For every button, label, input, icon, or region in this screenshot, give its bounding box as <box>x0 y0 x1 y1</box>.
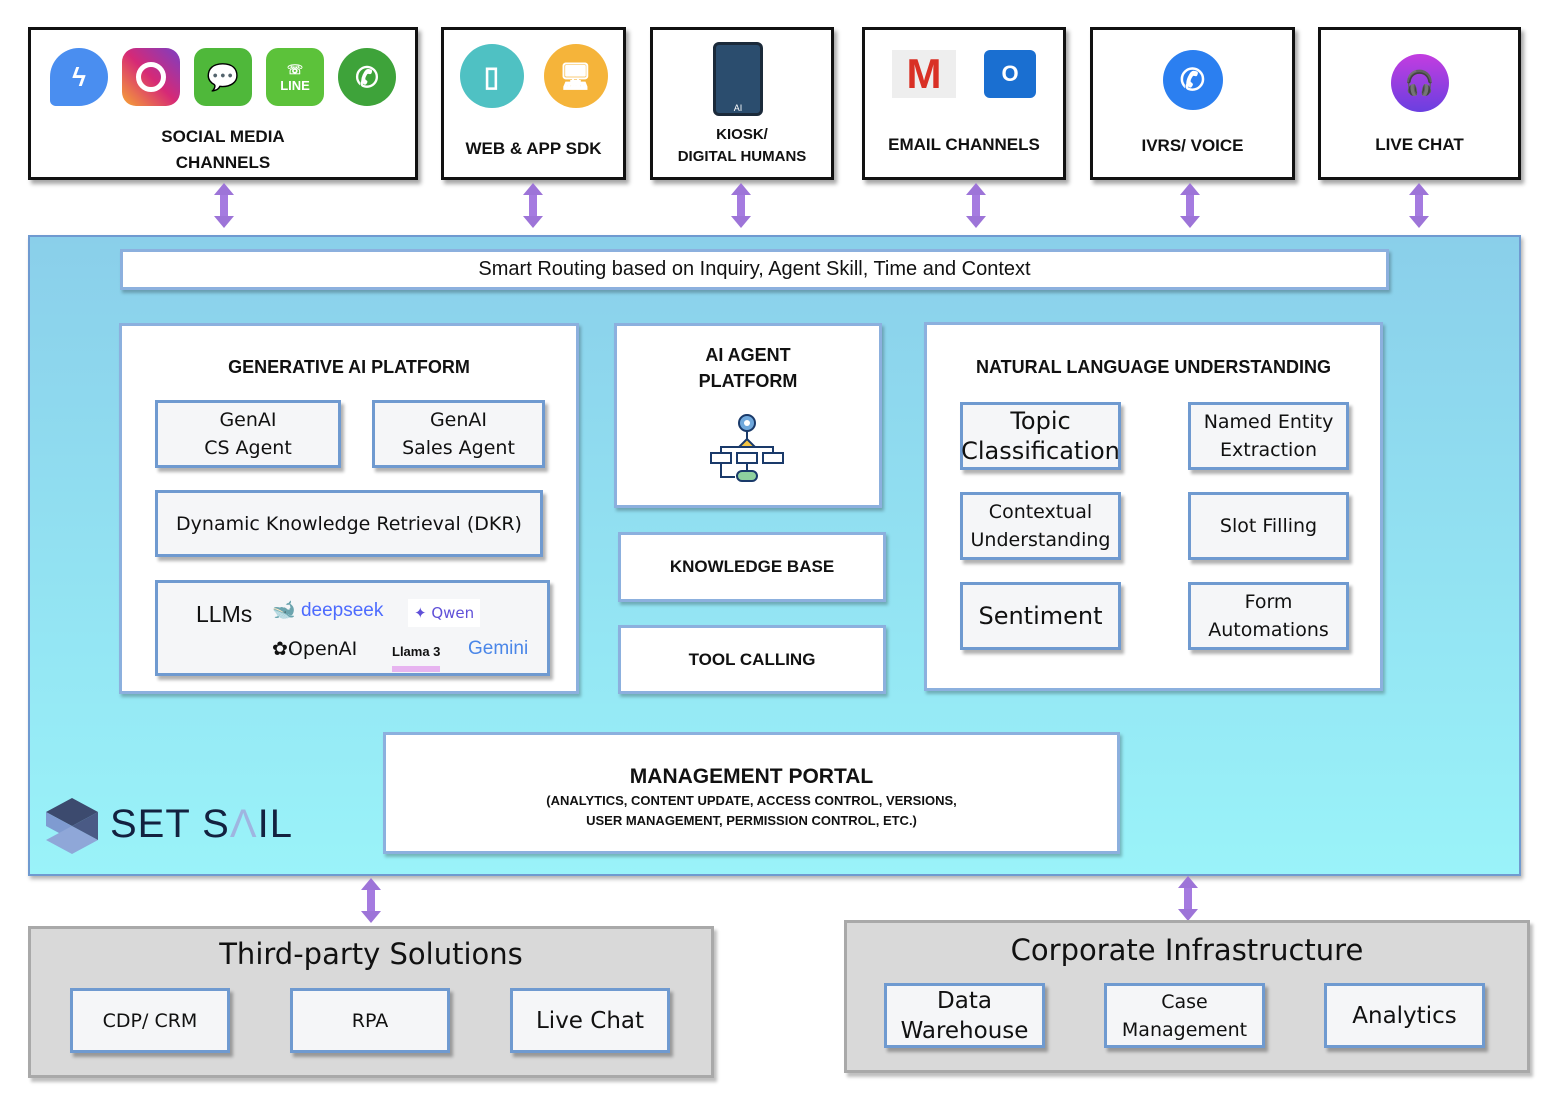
openai-logo: ✿OpenAI <box>272 638 358 660</box>
double-arrow-icon <box>1180 183 1200 228</box>
double-arrow-icon <box>1178 876 1198 921</box>
social-icons: ϟ 💬 ☏LINE ✆ <box>31 48 415 106</box>
smart-routing-bar: Smart Routing based on Inquiry, Agent Sk… <box>120 249 1389 290</box>
double-arrow-icon <box>361 878 381 923</box>
web-devices-icon: 🖥 <box>543 44 608 108</box>
panel-title: NATURAL LANGUAGE UNDERSTANDING <box>976 357 1331 377</box>
channel-label: EMAIL CHANNELS <box>888 135 1040 154</box>
wechat-icon: 💬 <box>194 48 252 106</box>
whatsapp-icon: ✆ <box>338 48 396 106</box>
panel-title: GENERATIVE AI PLATFORM <box>228 357 470 377</box>
llms-label: LLMs <box>196 601 253 627</box>
deepseek-logo: 🐋 deepseek <box>272 600 384 621</box>
set-sail-logo-text: SET SΛIL <box>110 802 293 846</box>
mobile-app-icon: ▯ <box>459 44 524 108</box>
rpa: RPA <box>290 988 450 1053</box>
gemini-logo: Gemini <box>468 638 529 659</box>
messenger-icon: ϟ <box>50 48 108 106</box>
qwen-logo: ✦ Qwen <box>408 599 481 627</box>
channel-label: KIOSK/DIGITAL HUMANS <box>677 126 807 165</box>
group-title: Third-party Solutions <box>219 937 523 971</box>
double-arrow-icon <box>966 183 986 228</box>
channel-label: LIVE CHAT <box>1375 135 1464 154</box>
double-arrow-icon <box>1409 183 1429 228</box>
channel-live-chat: 🎧 LIVE CHAT <box>1318 27 1521 180</box>
double-arrow-icon <box>214 183 234 228</box>
channel-kiosk: AI KIOSK/DIGITAL HUMANS <box>650 27 834 180</box>
line-icon: ☏LINE <box>266 48 324 106</box>
channel-ivrs-voice: ✆ IVRS/ VOICE <box>1090 27 1295 180</box>
llms-box: LLMs 🐋 deepseek ✦ Qwen ✿OpenAI Llama 3 G… <box>155 580 550 676</box>
set-sail-logo-mark <box>46 798 98 854</box>
dynamic-knowledge-retrieval: Dynamic Knowledge Retrieval (DKR) <box>155 490 543 557</box>
channel-email: M O EMAIL CHANNELS <box>862 27 1066 180</box>
phone-icon: ✆ <box>1162 50 1223 110</box>
llama-logo: Llama 3 <box>392 638 441 672</box>
gmail-icon: M <box>892 50 956 98</box>
group-title: Corporate Infrastructure <box>1010 933 1364 967</box>
live-chat-icon: 🎧 <box>1390 54 1449 112</box>
workflow-gear-icon <box>710 414 784 482</box>
portal-description: USER MANAGEMENT, PERMISSION CONTROL, ETC… <box>586 813 917 828</box>
double-arrow-icon <box>731 183 751 228</box>
live-chat-solution: Live Chat <box>510 988 670 1053</box>
analytics: Analytics <box>1324 983 1485 1048</box>
knowledge-base: KNOWLEDGE BASE <box>618 532 886 602</box>
management-portal: MANAGEMENT PORTAL (ANALYTICS, CONTENT UP… <box>383 732 1120 854</box>
channel-label: WEB & APP SDK <box>465 139 602 158</box>
nlu-slot-filling: Slot Filling <box>1188 492 1349 560</box>
cdp-crm: CDP/ CRM <box>70 988 230 1053</box>
portal-title: MANAGEMENT PORTAL <box>629 765 874 788</box>
instagram-icon <box>122 48 180 106</box>
kiosk-icon: AI <box>713 42 763 116</box>
channel-label: IVRS/ VOICE <box>1141 136 1244 155</box>
tool-calling: TOOL CALLING <box>618 625 886 694</box>
set-sail-logo: SET SΛIL <box>44 796 292 856</box>
channel-web-app-sdk: ▯ 🖥 WEB & APP SDK <box>441 27 626 180</box>
double-arrow-icon <box>523 183 543 228</box>
nlu-sentiment: Sentiment <box>960 582 1121 650</box>
portal-description: (ANALYTICS, CONTENT UPDATE, ACCESS CONTR… <box>546 793 957 808</box>
outlook-icon: O <box>984 50 1036 98</box>
